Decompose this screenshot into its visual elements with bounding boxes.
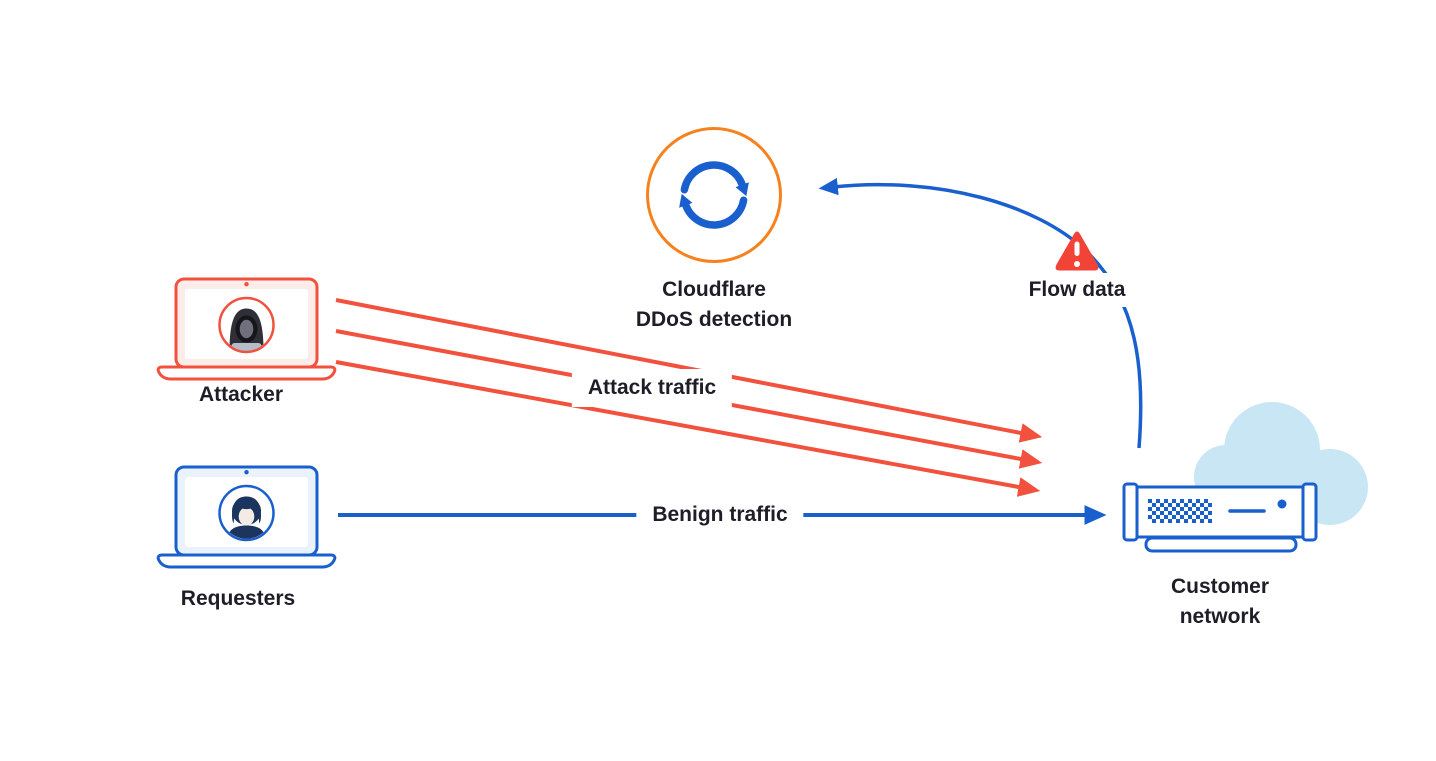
- attacker-avatar-icon: [229, 308, 264, 351]
- attacker-laptop-icon: [156, 277, 337, 381]
- flow-data-curve: [818, 177, 1143, 449]
- cloudflare-ddos-node: [646, 127, 782, 263]
- requesters-label: Requesters: [180, 587, 296, 610]
- attack-traffic-label: Attack traffic: [571, 369, 733, 407]
- alert-triangle-icon: [1055, 231, 1099, 271]
- benign-traffic-label: Benign traffic: [636, 496, 804, 534]
- cloudflare-label: Cloudflare DDoS detection: [635, 278, 793, 331]
- flow-data-label: Flow data: [1020, 273, 1134, 307]
- server-led-grid-icon: [1148, 499, 1212, 523]
- attacker-label: Attacker: [198, 383, 284, 406]
- camera-dot-icon: [244, 282, 249, 287]
- sync-icon: [679, 161, 749, 229]
- customer-network-label: Customer network: [1170, 575, 1270, 628]
- customer-network-node: [1122, 402, 1368, 553]
- requesters-laptop-icon: [156, 465, 337, 569]
- camera-dot-icon: [244, 470, 249, 475]
- requester-avatar-icon: [227, 496, 266, 539]
- server-icon: [1122, 482, 1318, 553]
